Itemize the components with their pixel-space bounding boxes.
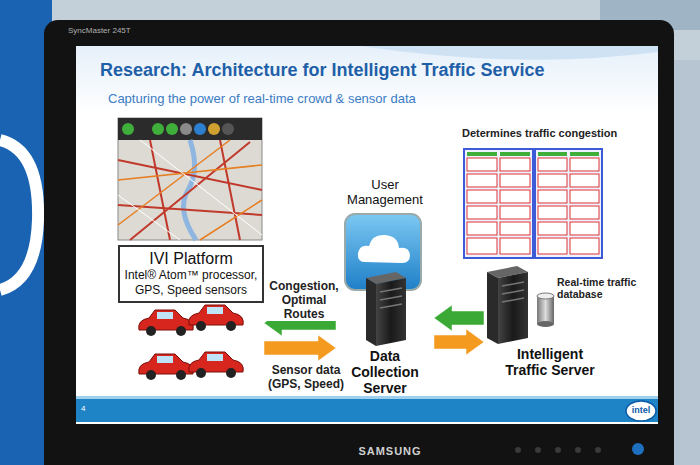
flow-arrow — [264, 335, 336, 361]
logo-badge — [626, 401, 656, 421]
database-label: Real-time traffic database — [557, 276, 653, 300]
node-label: Data Collection Server — [336, 348, 434, 396]
platform-box: IVI PlatformIntel® Atom™ processor, GPS,… — [118, 245, 264, 303]
model-name: SyncMaster 245T — [68, 26, 131, 35]
edge-label: Congestion, Optimal Routes — [266, 280, 342, 321]
node-text: Data Collection Server — [336, 348, 434, 396]
server-icon — [366, 272, 406, 346]
slide-number: 4 — [81, 404, 85, 413]
slide-footer-band — [76, 398, 658, 422]
database-icon — [537, 293, 554, 327]
slide-title: Research: Architecture for Intelligent T… — [100, 60, 544, 81]
car-fleet — [139, 305, 244, 380]
slide-swoosh — [360, 46, 658, 60]
table-caption: Determines traffic congestion — [462, 127, 617, 140]
box-heading: IVI Platform — [124, 249, 258, 268]
brand-name: SAMSUNG — [330, 445, 450, 458]
node-label: User Management — [340, 178, 430, 208]
logo-text: intel — [626, 405, 656, 415]
booth-logo — [0, 140, 38, 290]
map-screenshot — [118, 118, 262, 240]
platform-group: IVI PlatformIntel® Atom™ processor, GPS,… — [118, 245, 264, 393]
node-label: Intelligent Traffic Server — [504, 346, 596, 378]
wall — [672, 60, 700, 465]
monitor-bezel — [44, 20, 674, 465]
cloud-icon — [345, 214, 421, 290]
server-node: Data Collection Server — [336, 268, 434, 400]
server-node: Intelligent Traffic Server — [484, 262, 596, 398]
node-text: User Management — [340, 178, 430, 208]
monitor-buttons — [515, 443, 644, 455]
server-icon — [487, 266, 528, 344]
box-body: Intel® Atom™ processor, GPS, Speed senso… — [124, 268, 258, 298]
flow-arrow — [434, 305, 484, 331]
service-node: User Management — [340, 178, 430, 292]
node-text: Intelligent Traffic Server — [504, 346, 596, 378]
slide-screen — [76, 46, 658, 424]
congestion-table — [464, 149, 602, 258]
subtitle: Capturing the power of real-time crowd &… — [108, 92, 416, 107]
footer-line — [76, 396, 658, 399]
edge-label: Sensor data (GPS, Speed) — [266, 364, 346, 392]
flow-arrow — [434, 329, 484, 355]
